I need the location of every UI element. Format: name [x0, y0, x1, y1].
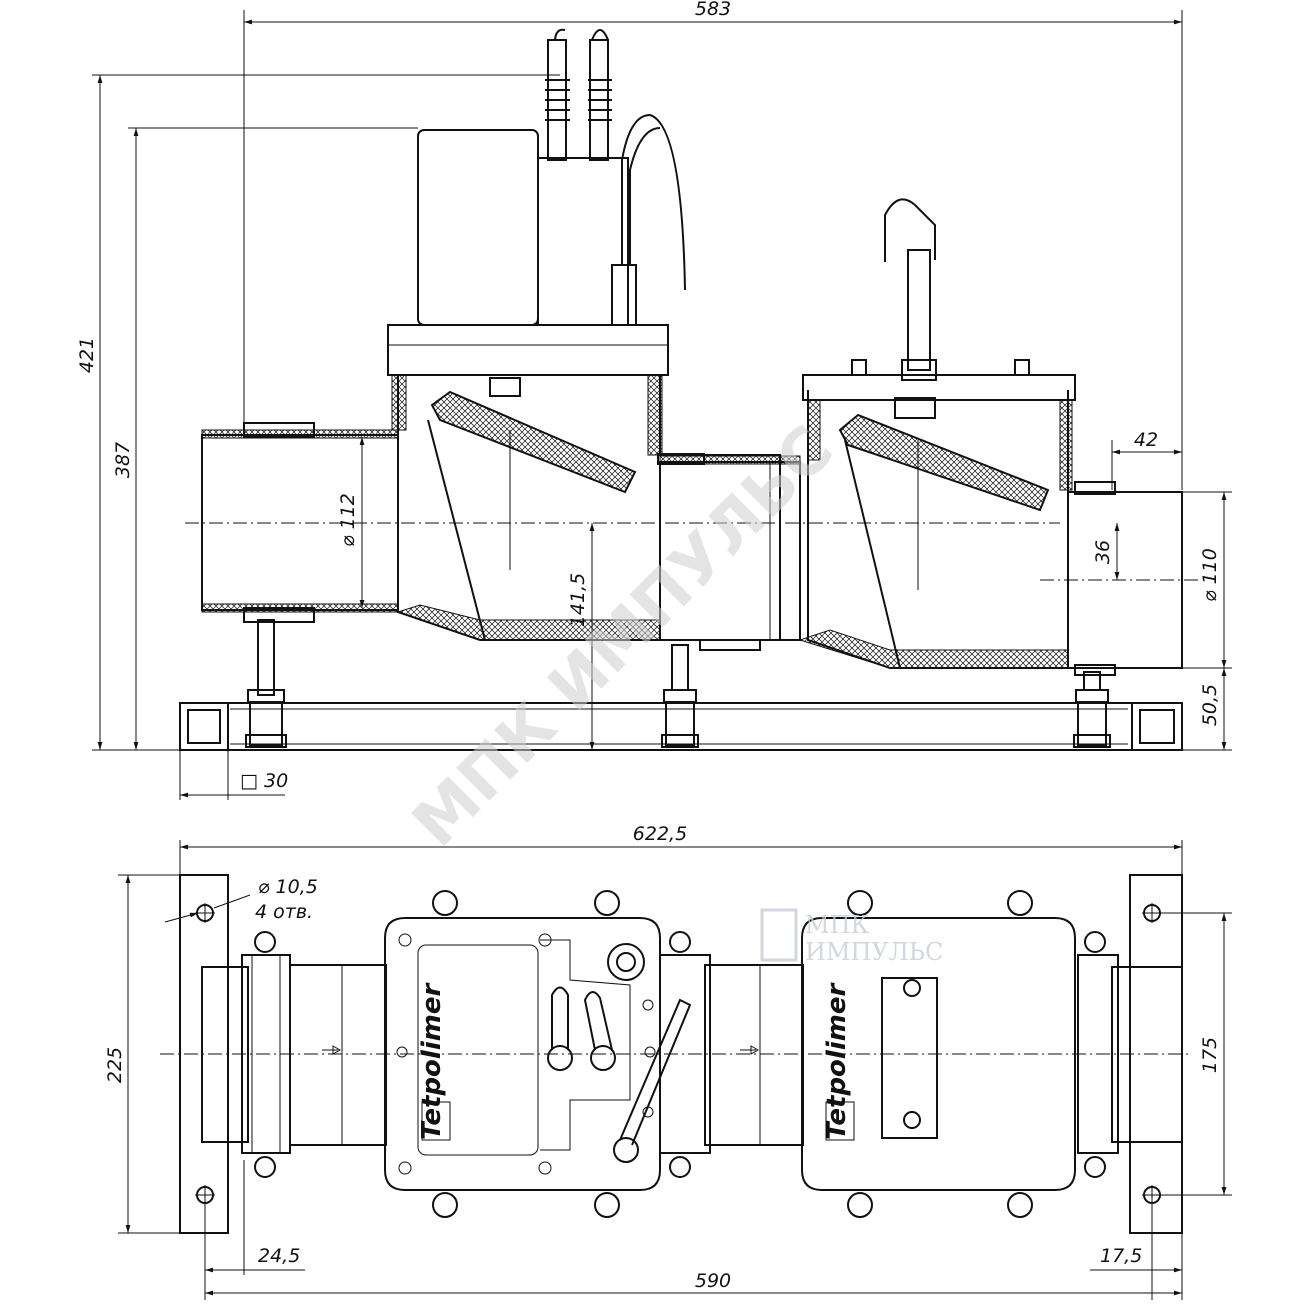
dim-text: ⌀ 10,5 [258, 876, 318, 898]
valve-housing-2 [798, 198, 1076, 669]
dim-center-height: 141,5 [567, 523, 595, 750]
middle-coupling [657, 453, 801, 651]
brand-logo-2: Tetpolimer [822, 982, 852, 1140]
dim-overall-width-top: 583 [243, 0, 1183, 490]
dim-text: 175 [1199, 1037, 1221, 1073]
dim-text: ⌀ 110 [1199, 548, 1221, 602]
dim-right-offset: 17,5 [1090, 1200, 1183, 1300]
support-bolts [245, 619, 1111, 748]
dim-hole-spacing: 175 [1160, 912, 1232, 1196]
dim-hole-distance: 590 [205, 1270, 1182, 1296]
watermark-logo-line2: ИМПУЛЬС [805, 938, 943, 966]
dim-text: 36 [1092, 540, 1114, 564]
dim-text: ⌀ 112 [337, 493, 359, 547]
dim-base-height: 50,5 [1182, 668, 1232, 751]
hole-callout: ⌀ 10,5 4 отв. [164, 876, 318, 923]
housing-1-plan: Tetpolimer [384, 917, 692, 1191]
watermark-logo: МПК ИМПУЛЬС [760, 908, 943, 966]
outlet-pipe [1067, 481, 1183, 676]
side-elevation-view: 583 421 387 [76, 0, 1232, 800]
dim-height-to-top: 387 [112, 127, 418, 750]
plan-view: 622,5 225 ⌀ 10,5 4 отв. [104, 823, 1232, 1300]
dim-text: 17,5 [1100, 1245, 1142, 1267]
dim-frame-profile: □ 30 [179, 750, 288, 800]
dim-text: 42 [1134, 429, 1158, 451]
dim-text: 421 [76, 337, 98, 373]
housing-2-plan: Tetpolimer [801, 917, 1076, 1191]
dim-text: 50,5 [1199, 684, 1221, 726]
dim-text: 387 [112, 442, 134, 478]
dim-text: □ 30 [240, 770, 288, 792]
dim-overall-length-bottom: 622,5 [179, 823, 1183, 875]
dim-text: 4 отв. [255, 901, 313, 923]
dim-text: 24,5 [258, 1245, 300, 1267]
dim-frame-width: 225 [104, 874, 180, 1234]
dim-text: 141,5 [567, 573, 589, 627]
valve-housing-1 [387, 324, 781, 641]
dim-inlet-diameter: ⌀ 112 [337, 437, 365, 608]
watermark-logo-line1: МПК [805, 911, 870, 939]
dim-left-offset: 24,5 [204, 1160, 305, 1300]
base-frame [179, 702, 1183, 751]
dim-outlet-offset: 36 [1092, 523, 1120, 580]
dim-text: 622,5 [633, 823, 687, 845]
dim-outlet-length: 42 [1111, 429, 1182, 490]
pump-motor [417, 28, 686, 326]
housing-bolts [254, 890, 1106, 1218]
dim-text: 583 [695, 0, 731, 20]
dim-text: 225 [104, 1047, 126, 1083]
dim-text: 590 [695, 1270, 731, 1292]
